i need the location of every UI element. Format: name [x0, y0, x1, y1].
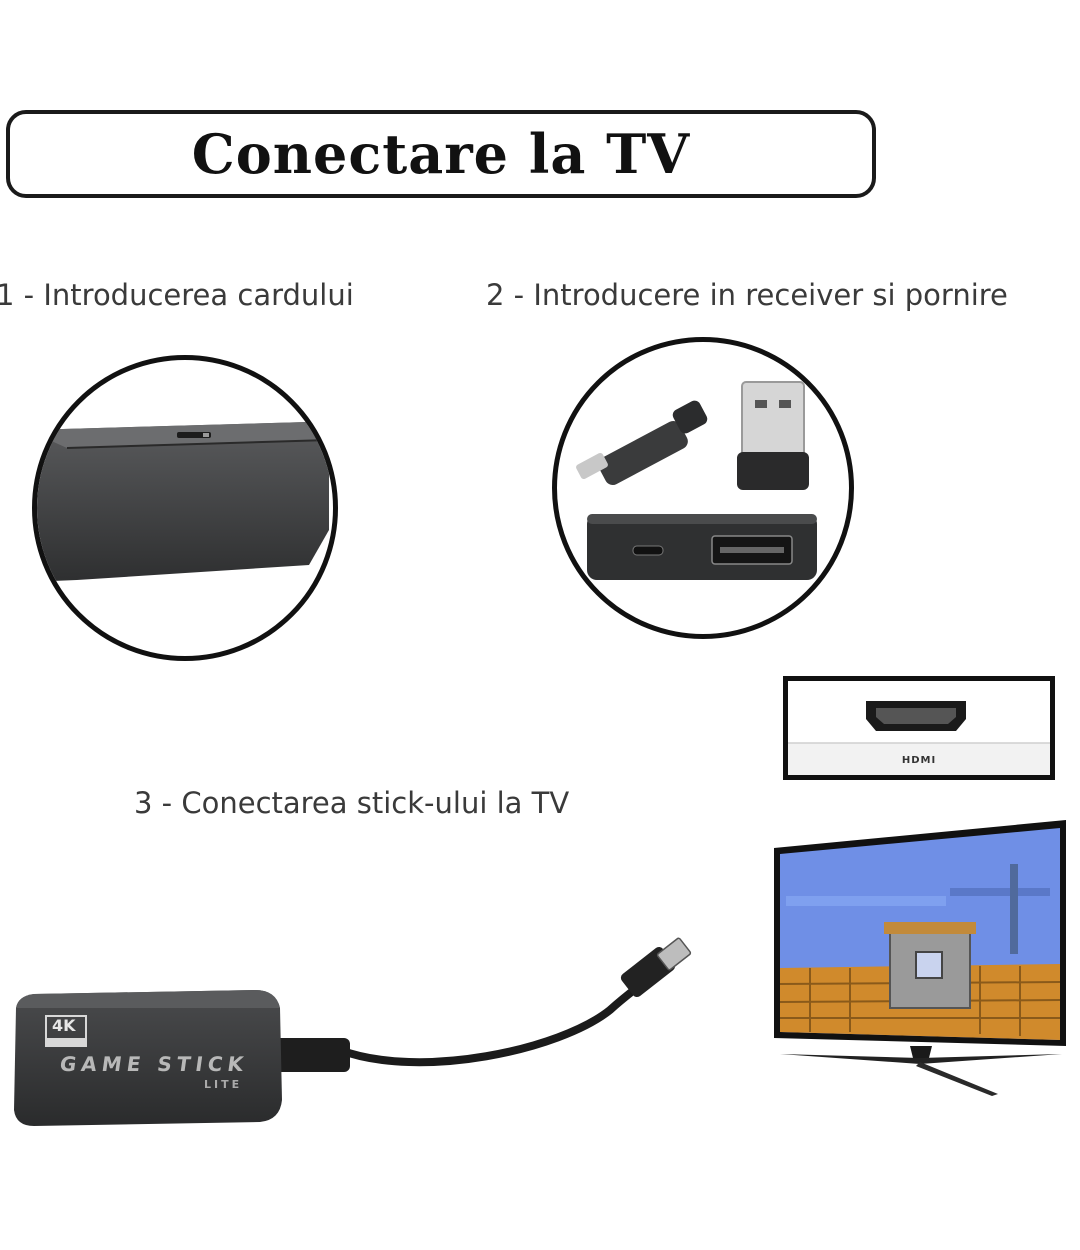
- stick-model: LITE: [204, 1078, 243, 1091]
- usb-receiver-icon: [737, 381, 809, 490]
- hdmi-port-panel: HDMI: [783, 676, 1055, 780]
- step-1-label: 1 - Introducerea cardului: [0, 278, 354, 312]
- console-card-slot-icon: [37, 422, 330, 582]
- title-banner: Conectare la TV: [6, 110, 876, 198]
- step-3-label: 3 - Conectarea stick-ului la TV: [134, 786, 570, 820]
- micro-usb-cable-icon: [576, 400, 708, 486]
- step-1-illustration: [32, 355, 338, 661]
- step-2-illustration: [552, 337, 854, 639]
- hdmi-cable-icon: [270, 937, 692, 1072]
- hdmi-label: HDMI: [901, 755, 937, 766]
- stick-4k-badge: 4K: [52, 1016, 76, 1035]
- console-ports-icon: [587, 514, 817, 580]
- step-2-label: 2 - Introducere in receiver si pornire: [486, 278, 1008, 312]
- hdmi-port-icon: [788, 701, 1050, 775]
- page-title: Conectare la TV: [191, 122, 691, 186]
- stick-brand: GAME STICK: [58, 1052, 250, 1076]
- television-icon: [774, 820, 1066, 1096]
- game-stick-icon: [14, 937, 692, 1126]
